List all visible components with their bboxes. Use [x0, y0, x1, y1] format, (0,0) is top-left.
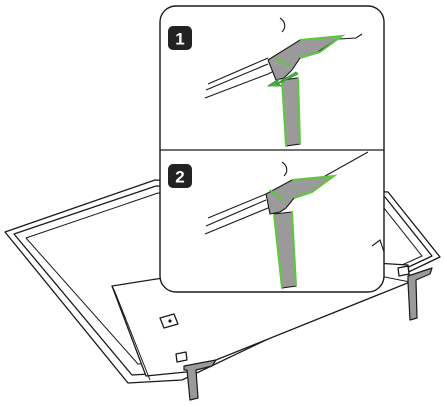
step-badge-1: 1 — [168, 26, 192, 50]
stand-leg-icon — [183, 267, 433, 401]
step-badge-2: 2 — [168, 164, 192, 188]
step-number-1: 1 — [175, 30, 184, 49]
step-number-2: 2 — [175, 168, 184, 187]
step-2-illustration — [204, 151, 385, 289]
step-panel — [159, 5, 385, 293]
step-1-illustration — [204, 17, 363, 147]
insert-arrow-icon — [266, 71, 299, 87]
